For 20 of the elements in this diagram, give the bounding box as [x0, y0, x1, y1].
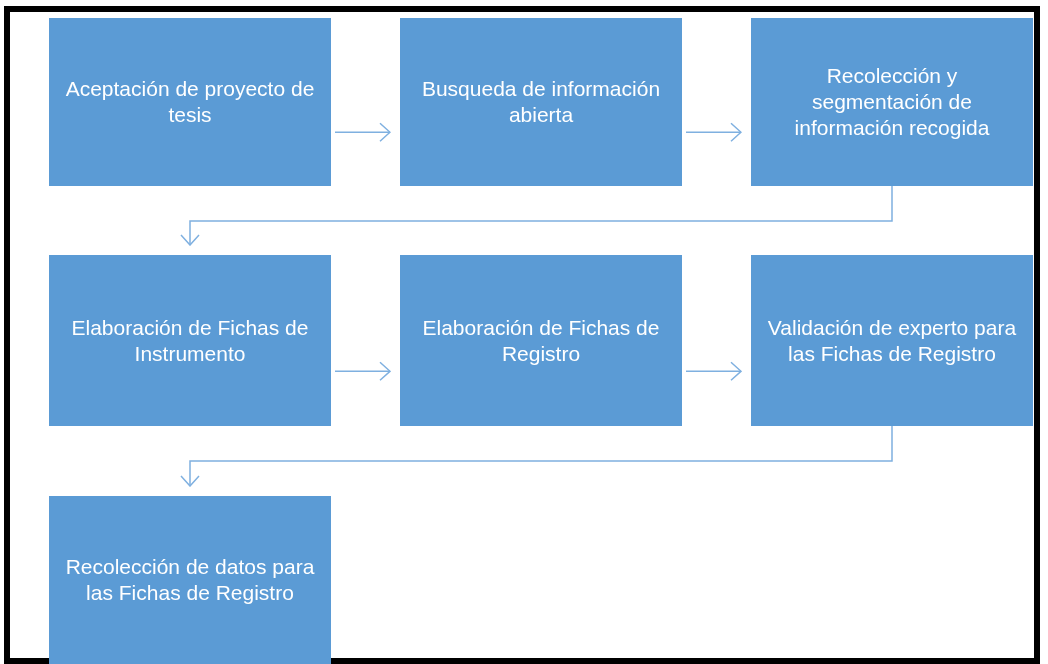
arrow: [180, 185, 893, 246]
process-box: [751, 255, 1033, 426]
arrow: [685, 361, 742, 382]
step-text: Recolección de datos para las Fichas de Registro: [64, 554, 316, 606]
step-text: Recolección y segmentación de información recogida: [793, 63, 991, 141]
arrow: [180, 425, 893, 487]
process-box: [400, 18, 682, 186]
process-box: [400, 255, 682, 426]
process-box: [751, 18, 1033, 186]
step-text: Validación de experto para las Fichas de Registro: [766, 314, 1018, 367]
process-box: [49, 255, 331, 426]
step-text: Busqueda de información abierta: [420, 76, 662, 128]
arrow: [334, 361, 391, 382]
process-box: [49, 18, 331, 186]
process-box: [49, 496, 331, 664]
step-text: Elaboración de Fichas de Registro: [421, 314, 661, 367]
arrow: [685, 122, 742, 142]
step-text: Elaboración de Fichas de Instrumento: [70, 314, 310, 367]
arrow: [334, 122, 391, 142]
step-text: Aceptación de proyecto de tesis: [64, 76, 316, 128]
